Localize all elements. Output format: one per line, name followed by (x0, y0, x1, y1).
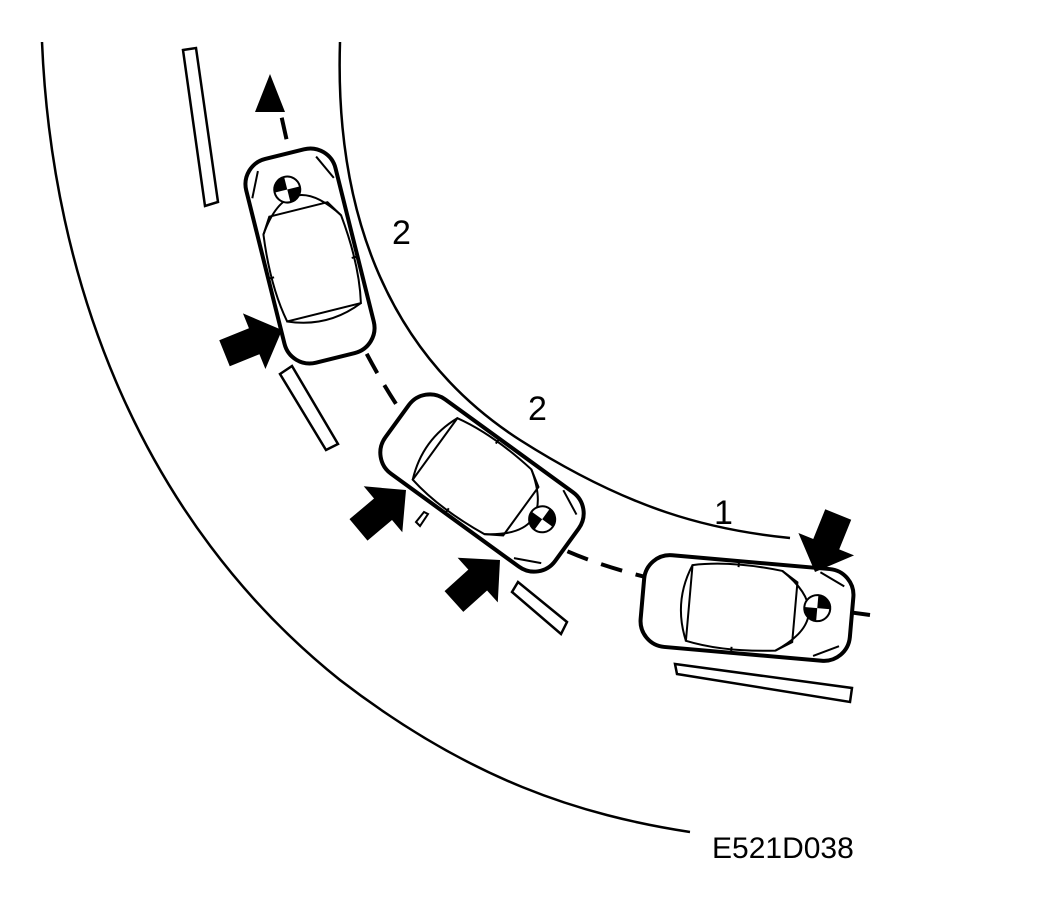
car-position-1 (636, 551, 858, 665)
road (40, 41, 791, 834)
lane-marker (278, 364, 340, 452)
lane-marker (673, 662, 854, 704)
road-inner-edge (338, 41, 791, 540)
car-topview-icon (636, 551, 858, 665)
position-label-2-lower: 2 (528, 390, 547, 428)
road-outer-edge (40, 41, 691, 834)
figure-code: E521D038 (712, 832, 854, 865)
lane-marker (510, 580, 569, 636)
position-label-2-upper: 2 (392, 214, 411, 252)
lane-markers (181, 46, 854, 704)
arrowhead-icon (255, 74, 285, 112)
position-label-1: 1 (714, 494, 733, 532)
lane-marker (414, 510, 430, 528)
lane-marker (181, 46, 220, 208)
